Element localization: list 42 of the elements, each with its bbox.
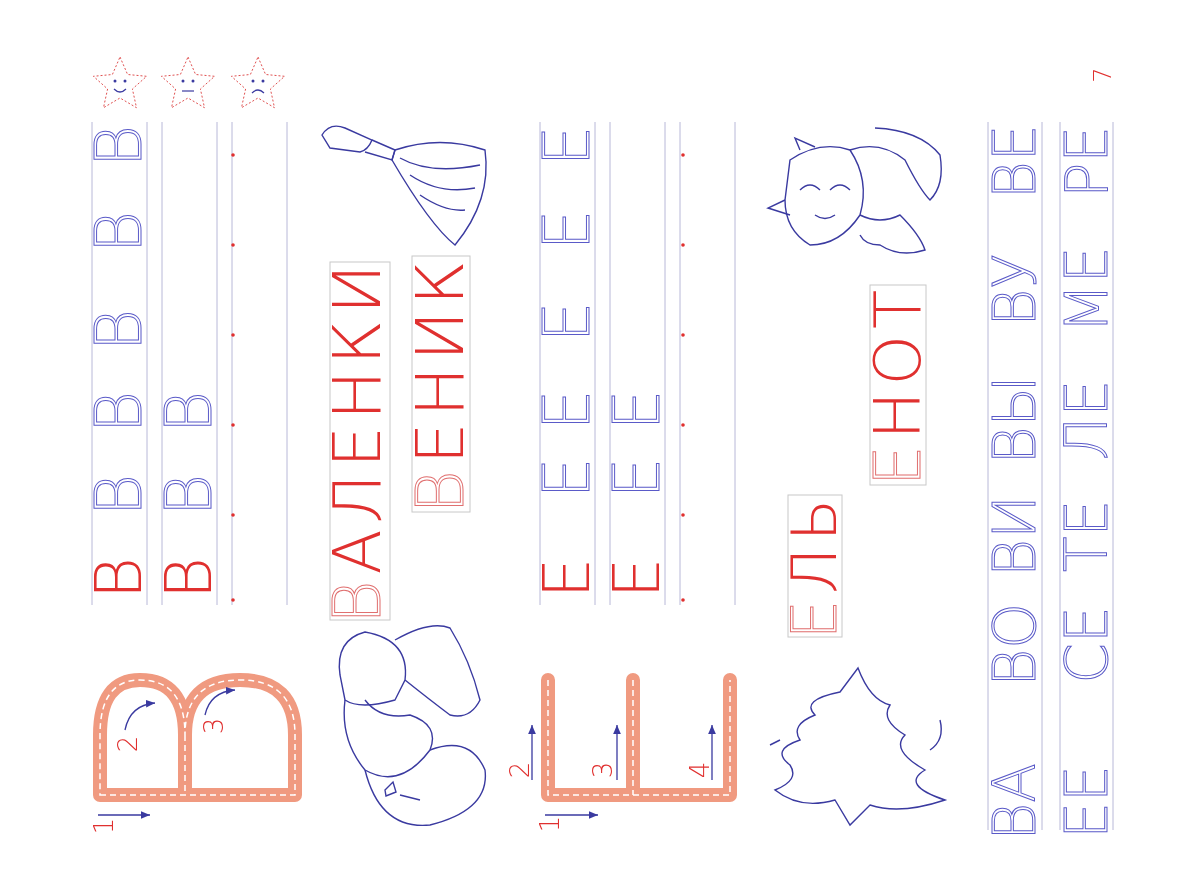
syllable: ВИ	[986, 495, 1044, 577]
practice-letter: В	[87, 474, 151, 516]
stroke-number: 1	[91, 817, 117, 835]
syllable: ВЕ	[986, 124, 1044, 200]
practice-letter: В	[157, 557, 221, 599]
stroke-number: 3	[201, 717, 227, 735]
syllable: МЕ	[1058, 246, 1116, 334]
syllable: ТЕ	[1058, 499, 1116, 573]
practice-letter: Е	[535, 389, 599, 431]
syllable: ВА	[986, 763, 1044, 841]
syllable: ВО	[986, 603, 1044, 687]
syllable: ВУ	[986, 253, 1044, 327]
practice-letter: В	[87, 391, 151, 433]
practice-letter: В	[87, 557, 151, 599]
practice-letter: В	[157, 474, 221, 516]
syllable: СЕ	[1058, 606, 1116, 684]
practice-letter: В	[87, 125, 151, 167]
stroke-number: 1	[537, 815, 563, 833]
syllable: ЛЕ	[1058, 379, 1116, 461]
stroke-number: 3	[590, 761, 616, 779]
practice-letter: Е	[605, 557, 669, 599]
practice-letter: Е	[535, 301, 599, 343]
stroke-number: 4	[687, 761, 713, 779]
word: ВАЛЕНКИ	[325, 258, 391, 624]
practice-letter: В	[157, 391, 221, 433]
practice-letter: Е	[535, 209, 599, 251]
syllable: ЕЕ	[1058, 765, 1116, 839]
syllable: ВЫ	[986, 375, 1044, 465]
page-number: 7	[1091, 67, 1115, 83]
word: ЕНОТ	[866, 284, 930, 486]
stroke-number: 2	[507, 761, 533, 779]
practice-letter: Е	[605, 389, 669, 431]
word: ЕЛЬ	[784, 492, 846, 640]
practice-letter: Е	[535, 457, 599, 499]
stroke-number: 2	[115, 735, 141, 753]
practice-letter: Е	[535, 125, 599, 167]
practice-letter: Е	[535, 557, 599, 599]
word: ВЕНИК	[408, 254, 474, 514]
practice-letter: Е	[605, 457, 669, 499]
practice-letter: В	[87, 309, 151, 351]
practice-letter: В	[87, 211, 151, 253]
syllable: РЕ	[1058, 126, 1116, 198]
